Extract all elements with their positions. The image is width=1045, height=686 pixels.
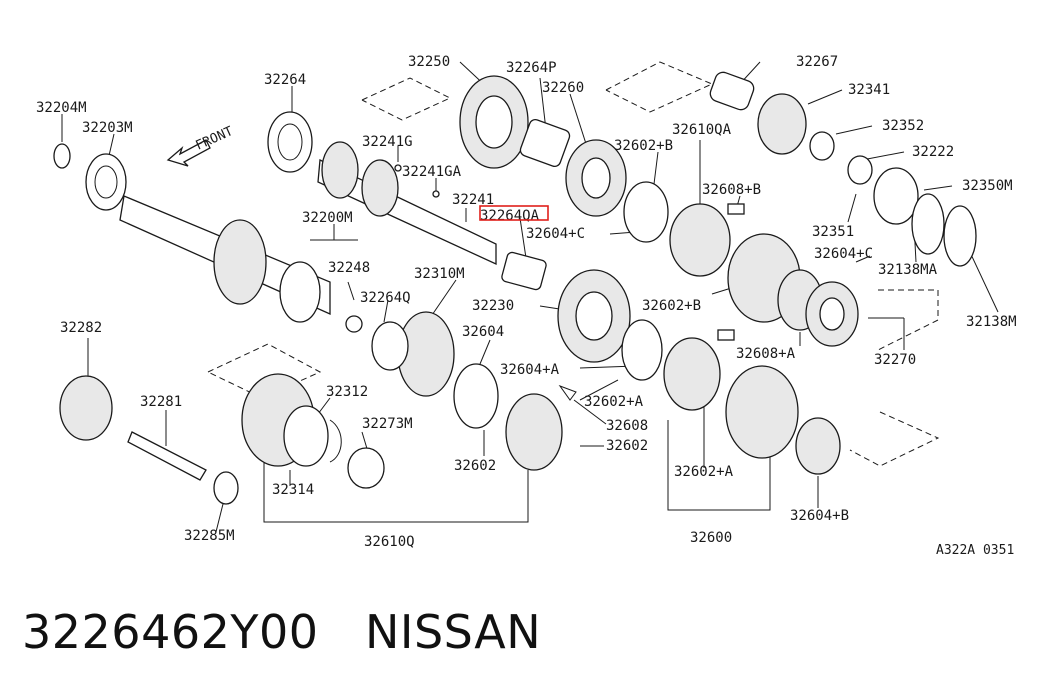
label-32602b-top[interactable]: 32602+B (614, 138, 673, 154)
label-32608[interactable]: 32608 (606, 418, 648, 434)
insert-32608[interactable] (558, 384, 577, 401)
bearing-32264[interactable] (267, 111, 313, 173)
label-32350m[interactable]: 32350M (962, 178, 1013, 194)
gear-32604b[interactable] (795, 417, 841, 475)
label-32312[interactable]: 32312 (326, 384, 368, 400)
label-32610qa[interactable]: 32610QA (672, 122, 732, 138)
label-32602-right[interactable]: 32602 (606, 438, 648, 454)
label-32604c-right[interactable]: 32604+C (814, 246, 873, 262)
label-32222[interactable]: 32222 (912, 144, 954, 160)
bearing-32203m[interactable] (85, 153, 127, 211)
part-number-and-brand: 3226462Y00 NISSAN (22, 605, 542, 659)
baulk-ring-32602a[interactable] (621, 319, 663, 381)
gear-32602[interactable] (505, 393, 563, 471)
needle-bearing-32264p[interactable] (519, 118, 571, 168)
label-32264p[interactable]: 32264P (506, 60, 557, 76)
label-front: FRONT (194, 124, 236, 154)
label-32608a[interactable]: 32608+A (736, 346, 796, 362)
label-32351[interactable]: 32351 (812, 224, 854, 240)
label-32241[interactable]: 32241 (452, 192, 494, 208)
label-32352[interactable]: 32352 (882, 118, 924, 134)
label-32604a[interactable]: 32604+A (500, 362, 560, 378)
label-32285m[interactable]: 32285M (184, 528, 235, 544)
label-32282[interactable]: 32282 (60, 320, 102, 336)
label-32241ga[interactable]: 32241GA (402, 164, 462, 180)
bushing-32267[interactable] (708, 70, 756, 112)
label-32604b[interactable]: 32604+B (790, 508, 849, 524)
exploded-parts-diagram: 32250 32264P 32267 32264 32260 32341 322… (36, 54, 1017, 550)
label-32314[interactable]: 32314 (272, 482, 314, 498)
hub-32314[interactable] (283, 405, 329, 467)
label-32341[interactable]: 32341 (848, 82, 890, 98)
needle-bearing-32264qa[interactable] (501, 251, 547, 291)
front-arrow-icon (166, 139, 211, 167)
label-32602a-upper[interactable]: 32602+A (584, 394, 644, 410)
insert-32608b[interactable] (727, 203, 745, 215)
gear-32604[interactable] (453, 363, 499, 429)
gear-32341[interactable] (757, 93, 807, 155)
shim-32138ma[interactable] (911, 193, 945, 255)
insert-32608a[interactable] (717, 329, 735, 341)
needle-bearing-32264q[interactable] (371, 321, 409, 371)
label-32608b[interactable]: 32608+B (702, 182, 761, 198)
gear-32282[interactable] (59, 375, 113, 441)
label-32602b-mid[interactable]: 32602+B (642, 298, 701, 314)
label-32241g[interactable]: 32241G (362, 134, 413, 150)
label-32230[interactable]: 32230 (472, 298, 514, 314)
label-32604[interactable]: 32604 (462, 324, 504, 340)
pilot-32248[interactable] (345, 315, 363, 333)
label-32250[interactable]: 32250 (408, 54, 450, 70)
shaft-32281[interactable] (127, 431, 207, 481)
synchro-hub-32600[interactable] (663, 337, 721, 411)
gear-cluster-main[interactable] (213, 219, 267, 305)
label-32264qa[interactable]: 32264QA (480, 208, 540, 224)
label-32267[interactable]: 32267 (796, 54, 838, 70)
label-32602a-lower[interactable]: 32602+A (674, 464, 734, 480)
label-32138ma[interactable]: 32138MA (878, 262, 938, 278)
bushing-32273m[interactable] (347, 447, 385, 489)
label-32281[interactable]: 32281 (140, 394, 182, 410)
bushing-32285m[interactable] (213, 471, 239, 505)
label-32138m[interactable]: 32138M (966, 314, 1017, 330)
diagram-reference-code: A322A 0351 (936, 543, 1015, 558)
label-32203m[interactable]: 32203M (82, 120, 133, 136)
label-32264[interactable]: 32264 (264, 72, 306, 88)
label-32248[interactable]: 32248 (328, 260, 370, 276)
coupling-sleeve-a[interactable] (725, 365, 799, 459)
baulk-ring-32602b[interactable] (623, 181, 669, 243)
label-32200m[interactable]: 32200M (302, 210, 353, 226)
label-32610q[interactable]: 32610Q (364, 534, 415, 550)
label-32602-left[interactable]: 32602 (454, 458, 496, 474)
highlight-box-32264qa (479, 205, 549, 221)
parts-drawings (53, 70, 977, 505)
label-32270[interactable]: 32270 (874, 352, 916, 368)
ring-32351[interactable] (847, 155, 873, 185)
label-32604c-left[interactable]: 32604+C (526, 226, 585, 242)
assembly-outlines (207, 61, 940, 467)
bearing-32350m[interactable] (873, 167, 919, 225)
synchro-hub-32610qa[interactable] (669, 203, 731, 277)
label-32204m[interactable]: 32204M (36, 100, 87, 116)
washer-32352[interactable] (809, 131, 835, 161)
label-32264q[interactable]: 32264Q (360, 290, 411, 306)
snap-ring-32312[interactable] (329, 419, 342, 463)
label-32273m[interactable]: 32273M (362, 416, 413, 432)
shim-32138m[interactable] (943, 205, 977, 267)
label-32260[interactable]: 32260 (542, 80, 584, 96)
label-32600[interactable]: 32600 (690, 530, 732, 546)
label-32310m[interactable]: 32310M (414, 266, 465, 282)
part-number-labels: 32250 32264P 32267 32264 32260 32341 322… (36, 54, 1017, 550)
snap-ring-32204m[interactable] (53, 143, 71, 169)
